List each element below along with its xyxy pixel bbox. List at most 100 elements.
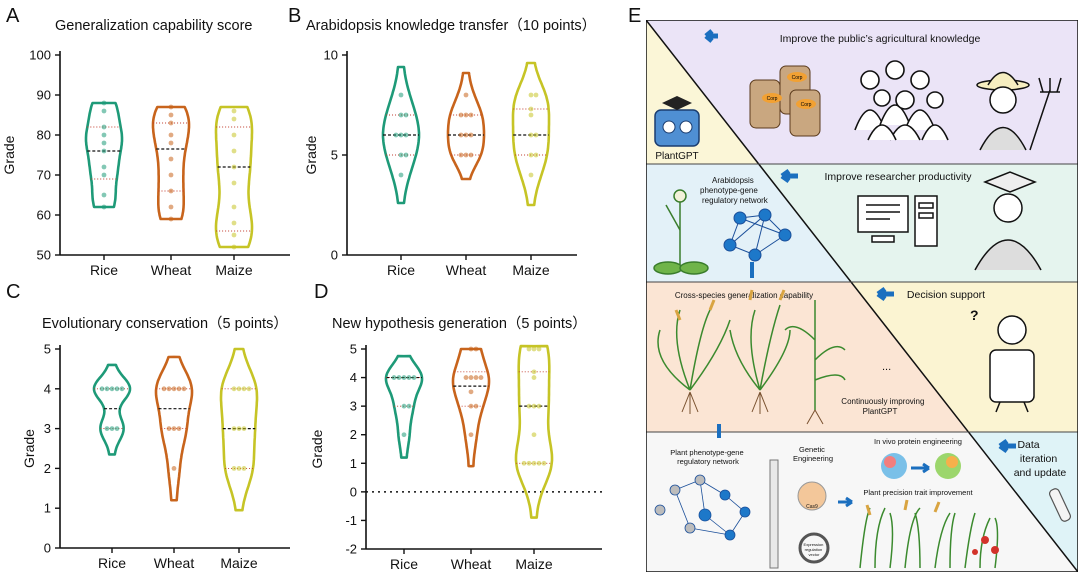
data-point [168,216,174,222]
data-point [398,152,404,158]
computer-icon [857,195,938,247]
data-point [109,426,115,431]
svg-text:Arabidopsis phenotype-: Arabidopsis phenotype-gene regulatory ne… [700,176,769,205]
data-point [391,375,397,380]
svg-text:Expression regulation: Expression regulation vector [804,542,825,557]
y-tick-label: 2 [350,427,357,442]
plasmid-icon [798,532,830,564]
data-point [104,426,110,431]
data-point [168,132,174,138]
data-point [528,112,534,118]
data-point [531,346,537,352]
data-point [403,132,409,138]
data-point [241,466,247,471]
data-point [231,220,237,226]
question-mark: ? [970,307,979,323]
layer3-banner: Cross-species generalization capability [675,291,813,300]
data-point [406,403,412,409]
y-tick-label: 0 [44,541,51,556]
data-point [101,192,107,198]
data-point [398,112,404,118]
layer3-label: Decision support [907,289,985,301]
y-axis-label: Grade [303,135,319,174]
data-point [101,148,107,154]
data-point [536,346,542,352]
data-point [533,152,539,158]
data-point [528,172,534,178]
y-tick-label: 2 [44,461,51,476]
robot-icon [654,96,700,147]
data-point [406,375,412,380]
farmer-icon [976,71,1062,151]
data-point [468,152,474,158]
y-tick-label: 1 [350,456,357,471]
data-point [528,106,534,112]
data-point [468,389,474,395]
robot-label: PlantGPT [655,151,698,162]
svg-text:Data iteration: Data iteration and update [1014,439,1067,479]
data-point [99,386,105,392]
y-tick-label: 60 [37,208,51,223]
data-point [468,112,474,118]
network-graph-icon [723,208,792,262]
data-point [458,112,464,118]
y-tick-label: 5 [350,342,357,357]
data-point [231,204,237,210]
data-point [533,92,539,98]
data-point [166,426,172,431]
invivo-label: In vivo protein engineering [874,437,962,446]
data-point [528,152,534,158]
layer1-label: Improve the public’s agricultural knowle… [780,33,981,45]
violin-maize [511,61,551,207]
y-axis-label: Grade [21,429,37,468]
grain-bags-icon: Corp Corp Corp [749,65,821,137]
data-point [463,112,469,118]
panel-letter-e: E [628,5,641,27]
data-point [104,386,110,392]
data-point [109,386,115,392]
data-point [231,132,237,138]
data-point [411,375,417,380]
violin-rice [84,101,124,209]
precision-label: Plant precision trait improvement [863,488,973,497]
data-point [401,403,407,409]
data-point [119,386,125,392]
chart-title: Arabidopsis knowledge transfer（10 points… [306,17,596,34]
data-point [168,104,174,110]
data-point [231,148,237,154]
violin-maize [219,347,259,512]
data-point [541,460,547,466]
violin-maize [514,344,554,519]
improving-line2: PlantGPT [863,407,898,416]
tint-left-3 [646,282,968,432]
data-point [463,92,469,98]
x-tick-label: Wheat [151,262,192,278]
data-point [521,460,527,466]
x-tick-label: Rice [90,262,118,278]
svg-text:Corp: Corp [767,96,778,102]
chromosome-bar [769,459,779,569]
data-point [526,403,532,409]
data-point [176,386,182,392]
data-point [231,466,237,471]
y-tick-label: -1 [345,513,357,528]
data-point [171,426,177,431]
svg-text:Genetic Engineering: Genetic Engineering [793,445,833,463]
data-point [401,432,407,438]
data-point [101,108,107,114]
roots-icon [681,391,824,425]
data-point [166,386,172,392]
data-point [396,375,402,380]
people-crowd-icon [854,60,949,141]
x-tick-label: Rice [387,262,415,278]
tint-left-2 [646,164,850,282]
y-tick-label: -2 [345,542,357,557]
svg-text:Corp: Corp [792,75,803,81]
ellipsis: ... [882,361,891,373]
data-point [468,132,474,138]
data-point [161,386,167,392]
y-tick-label: 3 [44,421,51,436]
